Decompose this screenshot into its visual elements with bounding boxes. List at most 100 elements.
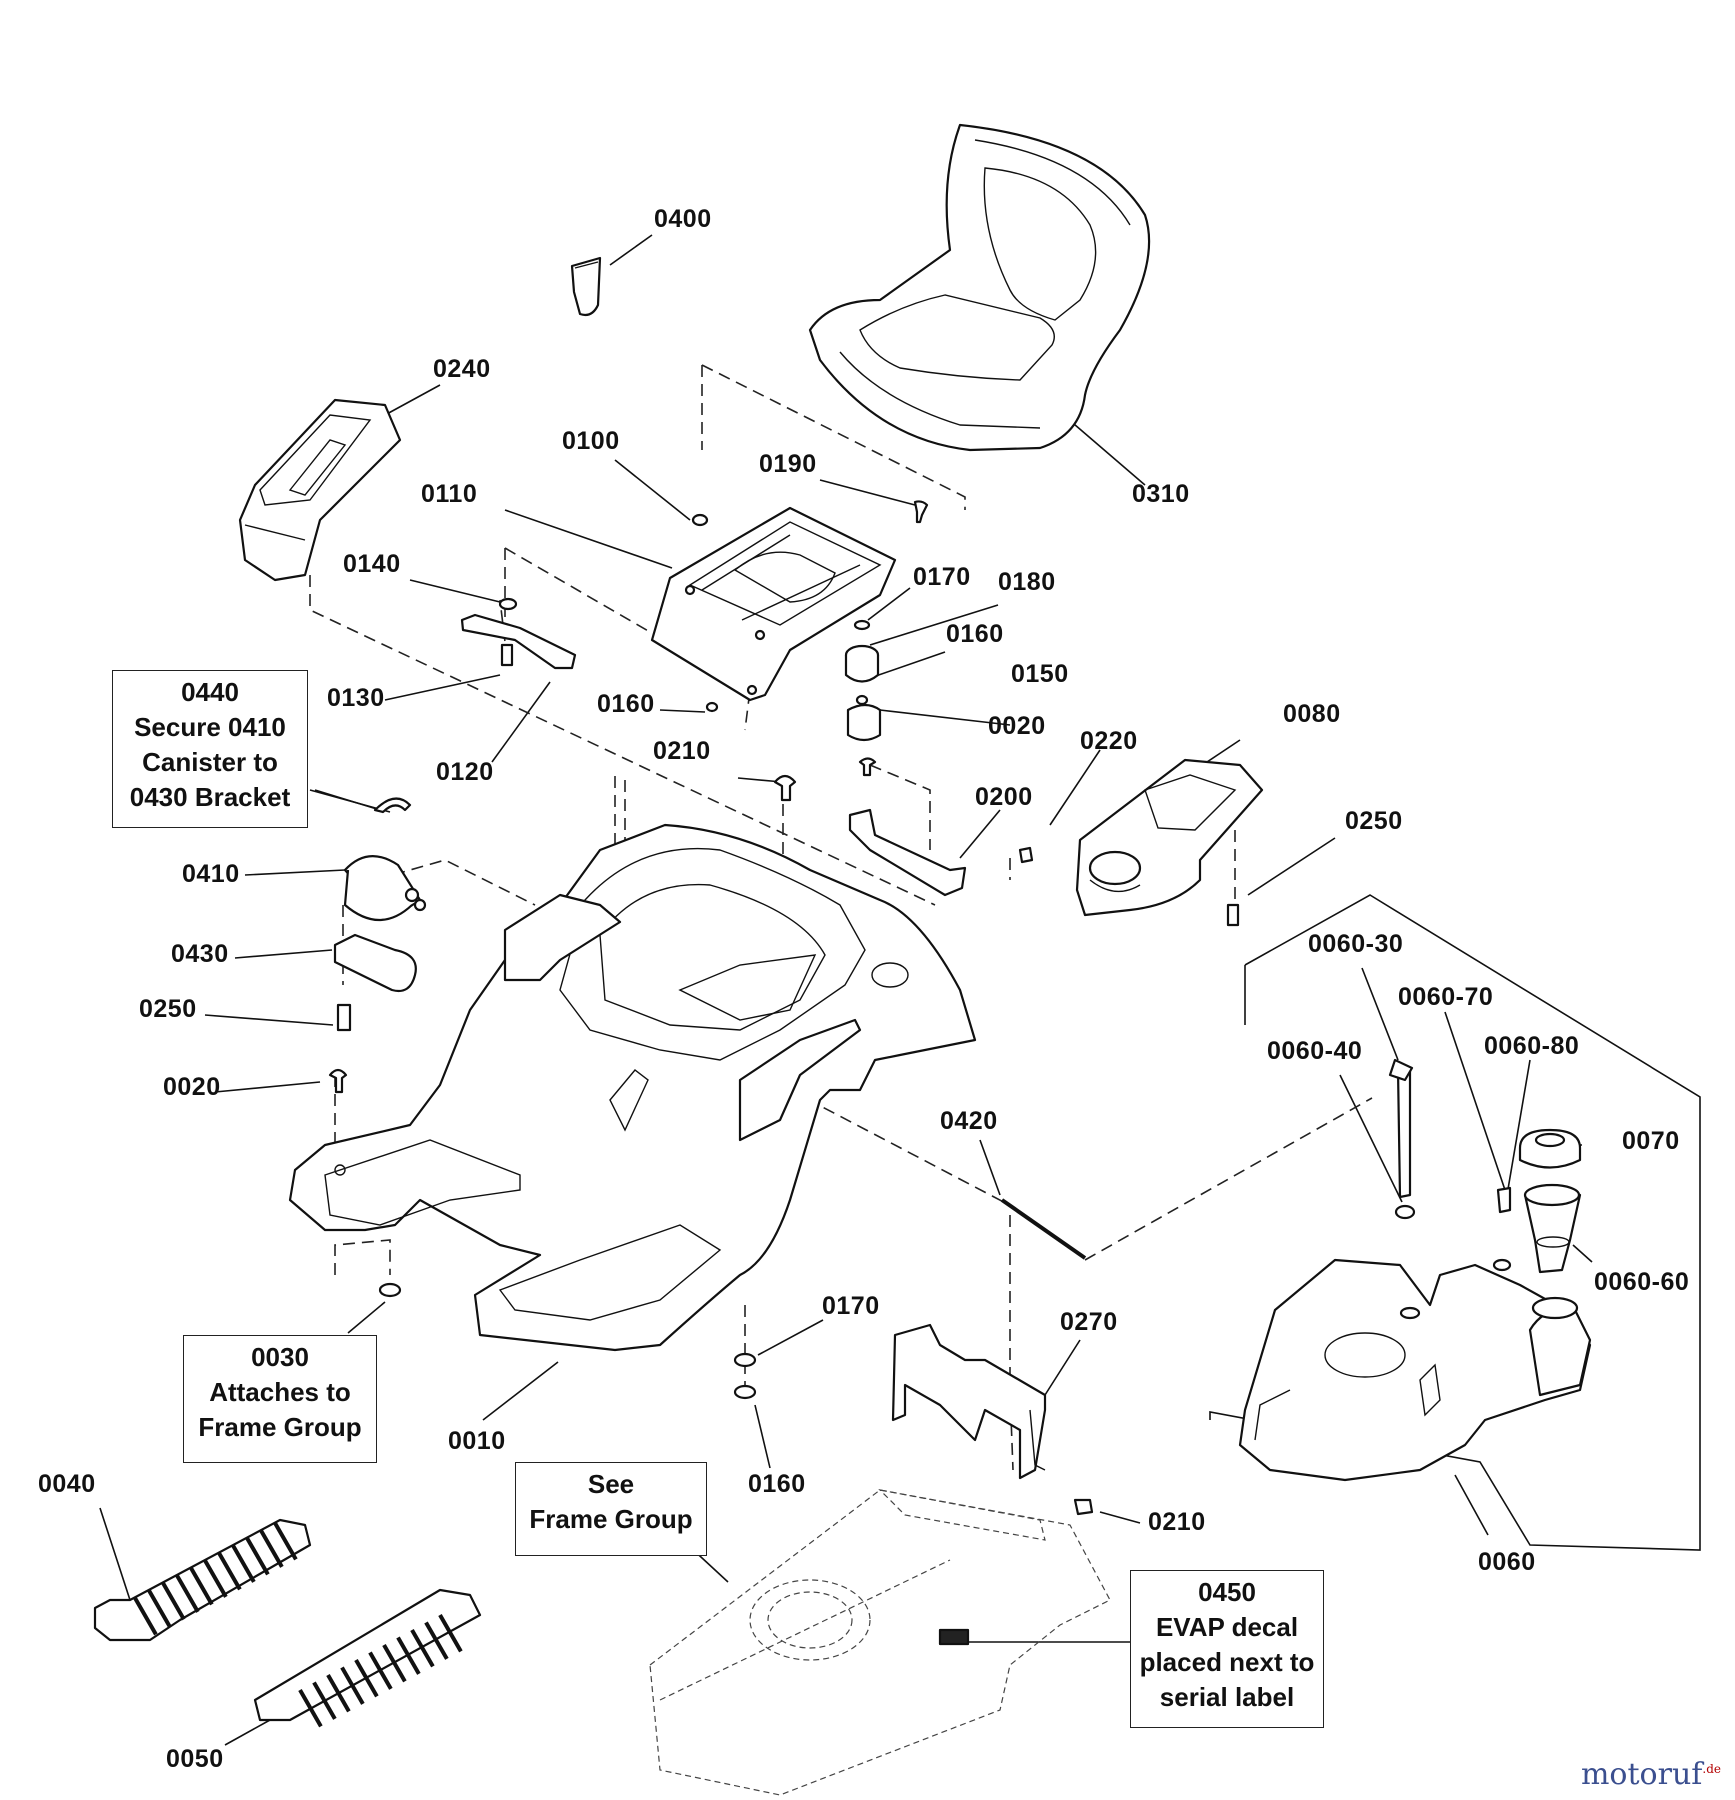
tread-stripe (326, 1674, 351, 1713)
fender-deck-part-0010 (288, 823, 977, 1352)
label-0110: 0110 (421, 480, 478, 508)
label-0170-upper: 0170 (913, 563, 971, 591)
key-part-0400 (570, 256, 602, 317)
label-0100: 0100 (562, 427, 620, 455)
pod-part-0080 (1075, 758, 1264, 917)
note-0440-id: 0440 (181, 677, 239, 707)
label-0170-lower: 0170 (822, 1292, 880, 1320)
label-0410: 0410 (182, 860, 240, 888)
label-0060-80: 0060-80 (1484, 1032, 1580, 1060)
label-0130: 0130 (327, 684, 385, 712)
tread-stripe (368, 1651, 393, 1690)
tread-stripe (259, 1529, 284, 1568)
note-0450-text: placed next to (1139, 1647, 1315, 1677)
tread-stripe (245, 1537, 270, 1576)
bracket-part-0120 (460, 613, 577, 670)
watermark-logo: motoruf.de (1581, 1757, 1721, 1792)
rod-part-0420 (1000, 1198, 1087, 1260)
label-0420: 0420 (940, 1107, 998, 1135)
label-0210-upper: 0210 (653, 737, 711, 765)
note-0450-id: 0450 (1198, 1577, 1256, 1607)
pod-part-0240 (238, 398, 402, 582)
note-box-0030: 0030 Attaches to Frame Group (183, 1335, 377, 1463)
tread-stripe (312, 1681, 337, 1720)
canister-part-0410 (343, 855, 427, 922)
label-0080: 0080 (1283, 700, 1341, 728)
watermark-suffix: .de (1702, 1762, 1721, 1776)
label-0250-right: 0250 (1345, 807, 1403, 835)
tread-stripe (382, 1644, 407, 1683)
label-0200: 0200 (975, 783, 1033, 811)
label-0020-left: 0020 (163, 1073, 221, 1101)
label-0430: 0430 (171, 940, 229, 968)
footrest-stripes (298, 1614, 463, 1728)
clip-part-0440 (373, 797, 412, 814)
fuel-tank-group-0060 (1209, 894, 1701, 1551)
label-0040: 0040 (38, 1470, 96, 1498)
note-0030-text: Frame Group (198, 1412, 362, 1442)
label-0060: 0060 (1478, 1548, 1536, 1576)
note-frame-text: Frame Group (529, 1504, 693, 1534)
label-0190: 0190 (759, 450, 817, 478)
note-0440-text: 0430 Bracket (129, 782, 291, 812)
hardware-parts (328, 500, 1240, 1516)
tread-stripe (161, 1582, 186, 1621)
note-frame-text: See (587, 1469, 635, 1499)
label-0010: 0010 (448, 1427, 506, 1455)
label-0060-60: 0060-60 (1594, 1268, 1690, 1296)
note-0030-id: 0030 (251, 1342, 309, 1372)
tread-stripe (175, 1574, 200, 1613)
label-0160-right: 0160 (946, 620, 1004, 648)
label-0310: 0310 (1132, 480, 1190, 508)
watermark-text: motoruf (1580, 1757, 1703, 1792)
tread-stripe (203, 1559, 228, 1598)
tread-stripe (133, 1597, 158, 1636)
label-0160-lower: 0160 (748, 1470, 806, 1498)
note-0440-text: Canister to (142, 747, 278, 777)
note-0450-text: serial label (1159, 1682, 1295, 1712)
seat-pan-part-0110 (650, 506, 897, 702)
bracket-part-0200 (848, 808, 967, 897)
label-0070: 0070 (1622, 1127, 1680, 1155)
footrest-part-0050 (253, 1588, 482, 1728)
tread-stripe (217, 1552, 242, 1591)
label-0400: 0400 (654, 205, 712, 233)
label-0270: 0270 (1060, 1308, 1118, 1336)
label-0180: 0180 (998, 568, 1056, 596)
label-0210-lower: 0210 (1148, 1508, 1206, 1536)
footrest-stripes (133, 1522, 298, 1636)
tread-stripe (424, 1621, 449, 1660)
tread-stripe (396, 1636, 421, 1675)
label-0020-upper: 0020 (988, 712, 1046, 740)
tread-stripe (231, 1544, 256, 1583)
label-0140: 0140 (343, 550, 401, 578)
note-0030-text: Attaches to (209, 1377, 351, 1407)
note-0450-text: EVAP decal (1155, 1612, 1299, 1642)
note-box-0450: 0450 EVAP decal placed next to serial la… (1130, 1570, 1324, 1728)
label-0060-70: 0060-70 (1398, 983, 1494, 1011)
tread-stripe (340, 1666, 365, 1705)
note-box-see-frame-group: See Frame Group (515, 1462, 707, 1556)
label-0060-30: 0060-30 (1308, 930, 1404, 958)
tread-stripe (298, 1689, 323, 1728)
label-0160-mid: 0160 (597, 690, 655, 718)
tread-stripe (273, 1522, 298, 1561)
label-0250-left: 0250 (139, 995, 197, 1023)
tread-stripe (147, 1589, 172, 1628)
seat-part-0310 (808, 123, 1151, 452)
label-0220: 0220 (1080, 727, 1138, 755)
label-0240: 0240 (433, 355, 491, 383)
frame-outline (649, 1489, 1111, 1796)
footrest-part-0040 (93, 1518, 312, 1642)
bracket-part-0430 (333, 933, 417, 993)
tread-stripe (189, 1567, 214, 1606)
label-0050: 0050 (166, 1745, 224, 1773)
tread-stripe (354, 1659, 379, 1698)
note-box-0440: 0440 Secure 0410 Canister to 0430 Bracke… (112, 670, 308, 828)
bracket-part-0270 (891, 1323, 1047, 1480)
tread-stripe (438, 1614, 463, 1653)
note-0440-text: Secure 0410 (134, 712, 286, 742)
tread-stripe (410, 1629, 435, 1668)
